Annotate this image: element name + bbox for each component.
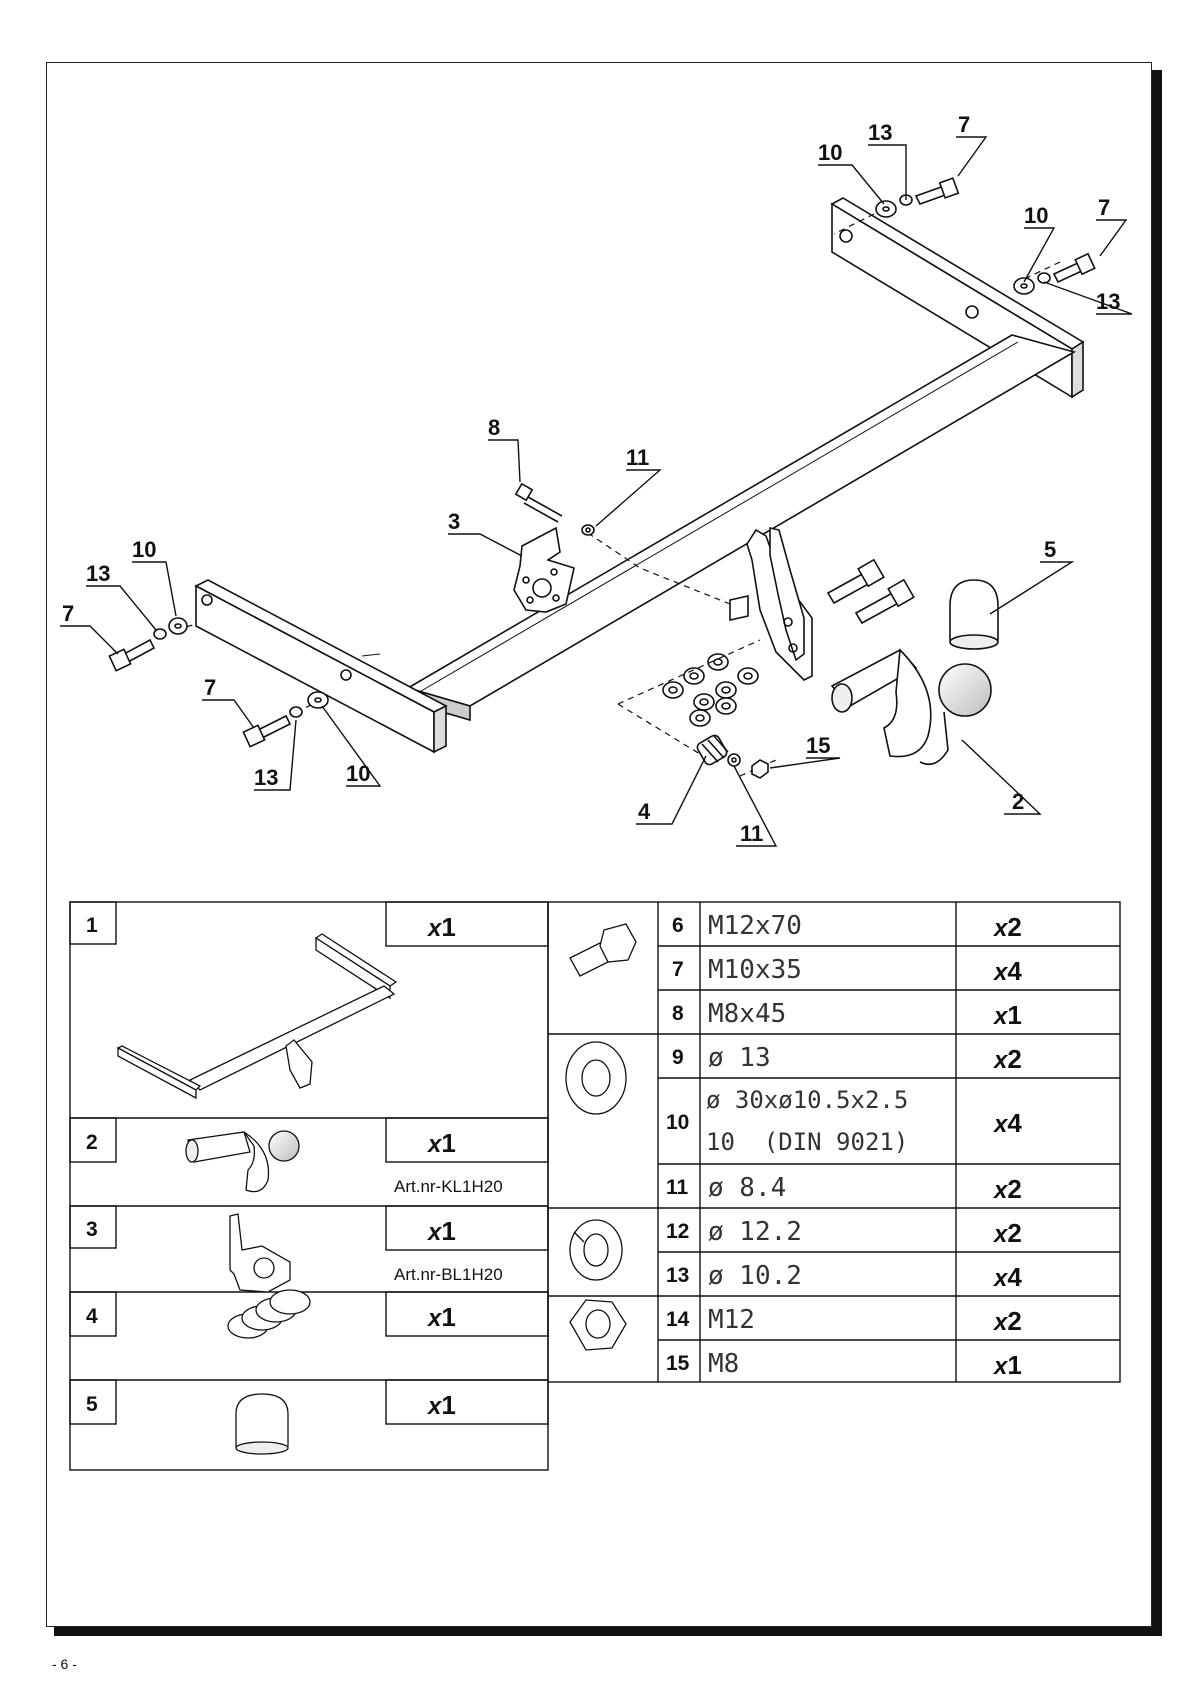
part-15-number: 15 xyxy=(666,1352,690,1375)
callout-10-right: 10 xyxy=(1024,203,1048,228)
part-1-qty: x1 xyxy=(426,912,456,942)
callout-leaders xyxy=(60,136,1133,847)
callout-4: 4 xyxy=(638,799,651,824)
part-6-qty: x2 xyxy=(992,912,1022,942)
callout-7-top: 7 xyxy=(958,112,970,137)
thumb-spring xyxy=(227,1289,311,1339)
callout-13-top: 13 xyxy=(868,120,892,145)
part-11-qty: x2 xyxy=(992,1174,1022,1204)
thumb-socket-plate xyxy=(229,1213,291,1293)
callout-11-bottom: 11 xyxy=(740,821,763,846)
left-thumbnails xyxy=(116,933,398,1455)
part-3-number: 3 xyxy=(86,1218,98,1241)
socket-plate xyxy=(513,526,575,613)
part-12-number: 12 xyxy=(666,1220,689,1243)
part-5-qty: x1 xyxy=(426,1390,456,1420)
callout-10-top: 10 xyxy=(818,140,842,165)
cross-beam xyxy=(405,334,1077,722)
callout-13-lower: 13 xyxy=(254,765,278,790)
part-1-number: 1 xyxy=(86,914,98,937)
left-side-bracket xyxy=(194,579,448,754)
callout-13-left: 13 xyxy=(86,561,110,586)
part-15-qty: x1 xyxy=(992,1350,1022,1380)
part-6-spec: M12x70 xyxy=(708,911,802,941)
part-4-number: 4 xyxy=(86,1305,98,1328)
part-10-number: 10 xyxy=(666,1111,689,1134)
part-4-qty: x1 xyxy=(426,1302,456,1332)
part-14-qty: x2 xyxy=(992,1306,1022,1336)
part-5-number: 5 xyxy=(86,1393,98,1416)
bolt-m8 xyxy=(514,482,595,536)
part-7-spec: M10x35 xyxy=(708,955,802,985)
part-11-spec: ø 8.4 xyxy=(708,1173,786,1203)
callout-2: 2 xyxy=(1012,789,1024,814)
thumb-washer-icon xyxy=(565,1041,627,1115)
part-10-spec: ø 30xø10.5x2.5 xyxy=(706,1086,908,1114)
tow-ball xyxy=(830,648,992,766)
part-7-qty: x4 xyxy=(992,956,1022,986)
part-8-qty: x1 xyxy=(992,1000,1022,1030)
right-thumbnails xyxy=(565,923,637,1351)
part-8-spec: M8x45 xyxy=(708,999,786,1029)
callout-5: 5 xyxy=(1044,537,1056,562)
thumb-spring-washer-icon xyxy=(569,1219,623,1281)
frame-shadow-bottom xyxy=(54,1627,1162,1636)
part-8-number: 8 xyxy=(672,1002,684,1025)
left-fasteners xyxy=(108,617,329,748)
part-6-number: 6 xyxy=(672,914,684,937)
callout-7-left: 7 xyxy=(62,601,74,626)
part-2-number: 2 xyxy=(86,1131,98,1154)
thumb-nut-icon xyxy=(569,1299,627,1351)
right-table-grid xyxy=(547,901,1121,1383)
part-10-qty: x4 xyxy=(992,1108,1022,1138)
part-14-spec: M12 xyxy=(708,1305,755,1335)
part-13-qty: x4 xyxy=(992,1262,1022,1292)
part-14-number: 14 xyxy=(666,1308,690,1331)
thumb-ball-cover xyxy=(235,1393,289,1455)
callout-15: 15 xyxy=(806,733,830,758)
bolts-m12 xyxy=(826,558,915,625)
parts-table: 1 x1 2 x1 Art.nr-KL1H20 3 x1 Art.nr-BL1H… xyxy=(69,901,1121,1471)
part-2-qty: x1 xyxy=(426,1128,456,1158)
ball-cover xyxy=(949,579,999,650)
spring-washer-nut xyxy=(696,734,769,779)
callout-11-top: 11 xyxy=(626,445,649,470)
part-7-number: 7 xyxy=(672,958,684,981)
callout-labels: 13 7 10 10 7 13 8 11 3 10 13 7 5 7 13 10… xyxy=(62,112,1120,846)
part-10-spec-2: 10 (DIN 9021) xyxy=(706,1128,908,1156)
left-table-text: 1 x1 2 x1 Art.nr-KL1H20 3 x1 Art.nr-BL1H… xyxy=(86,912,503,1420)
right-table-text: 6 M12x70 x2 7 M10x35 x4 8 M8x45 x1 9 ø 1… xyxy=(666,911,1022,1380)
callout-10-left: 10 xyxy=(132,537,156,562)
part-2-article: Art.nr-KL1H20 xyxy=(394,1177,503,1196)
callout-10-lower: 10 xyxy=(346,761,370,786)
part-9-number: 9 xyxy=(672,1046,684,1069)
frame-shadow-right xyxy=(1152,70,1162,1635)
callout-8: 8 xyxy=(488,415,500,440)
part-15-spec: M8 xyxy=(708,1349,739,1379)
thumb-crossbar xyxy=(116,933,398,1100)
part-3-article: Art.nr-BL1H20 xyxy=(394,1265,503,1284)
thumb-bolt-icon xyxy=(569,923,637,977)
callout-7-lower: 7 xyxy=(204,675,216,700)
page-number: - 6 - xyxy=(52,1656,77,1672)
part-9-qty: x2 xyxy=(992,1044,1022,1074)
part-11-number: 11 xyxy=(666,1176,689,1199)
part-12-qty: x2 xyxy=(992,1218,1022,1248)
part-13-spec: ø 10.2 xyxy=(708,1261,802,1291)
part-12-spec: ø 12.2 xyxy=(708,1217,802,1247)
nuts-washers-center xyxy=(662,653,759,727)
part-9-spec: ø 13 xyxy=(708,1043,771,1073)
callout-3: 3 xyxy=(448,509,460,534)
thumb-towball xyxy=(185,1130,300,1193)
top-right-fasteners xyxy=(875,177,1096,295)
callout-13-right: 13 xyxy=(1096,289,1120,314)
part-3-qty: x1 xyxy=(426,1216,456,1246)
center-bracket xyxy=(729,527,813,681)
exploded-view xyxy=(108,177,1096,779)
part-13-number: 13 xyxy=(666,1264,689,1287)
callout-7-right: 7 xyxy=(1098,195,1110,220)
